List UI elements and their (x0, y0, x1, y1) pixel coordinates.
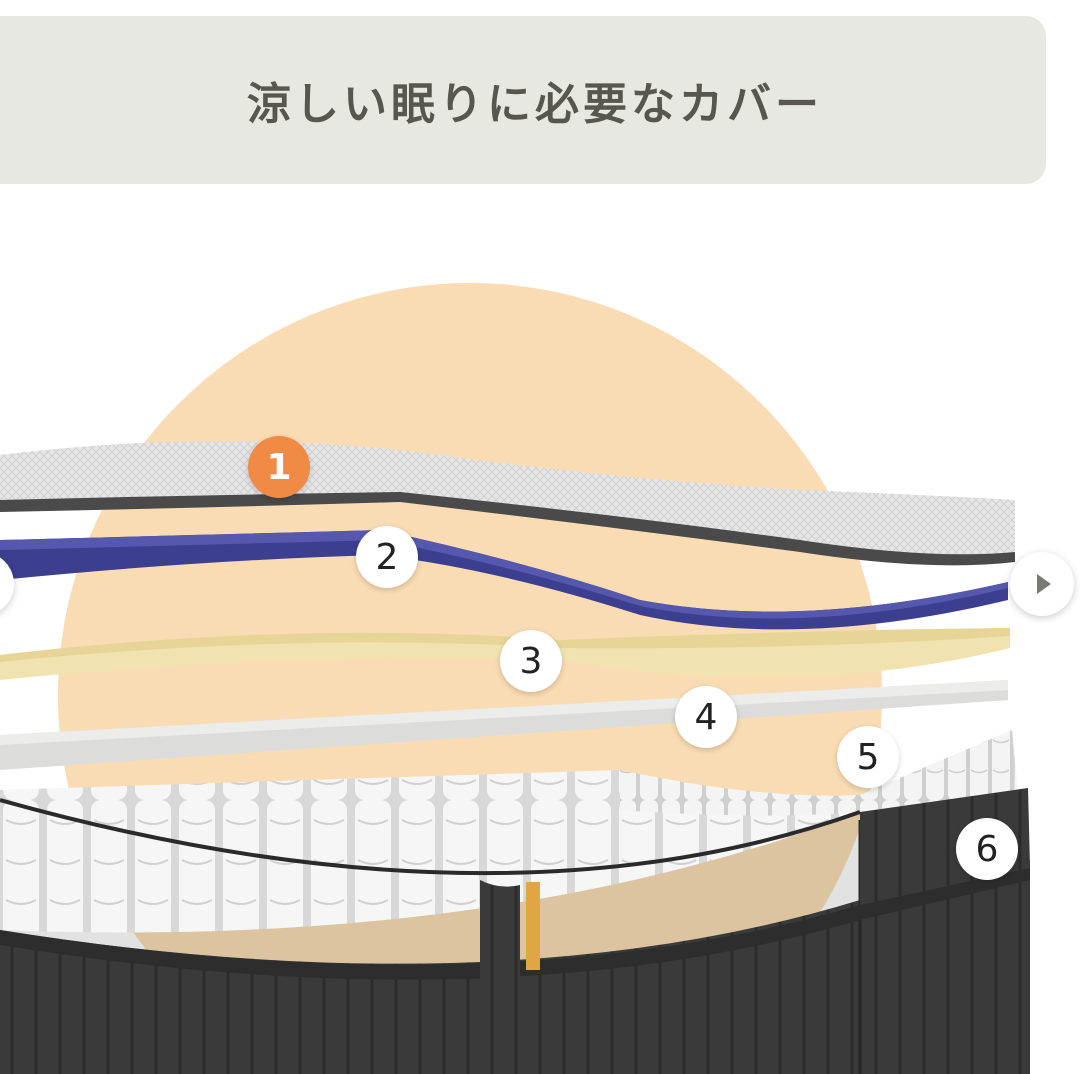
play-triangle-icon (1037, 574, 1051, 594)
layer-badge-6-label: 6 (975, 828, 999, 870)
brand-tag (526, 882, 540, 970)
layer-badge-6[interactable]: 6 (956, 818, 1018, 880)
mattress-illustration: 1 2 3 4 5 6 (0, 200, 1080, 1074)
layer-badge-2-label: 2 (375, 536, 399, 578)
layer-badge-4[interactable]: 4 (675, 686, 737, 748)
layer-badge-5[interactable]: 5 (837, 726, 899, 788)
layer-badge-5-label: 5 (856, 736, 880, 778)
spring-layer (0, 730, 1018, 933)
carousel-next-button[interactable] (1010, 552, 1074, 616)
mattress-layers-svg (0, 283, 1030, 1074)
blue-foam-layer (0, 530, 1008, 630)
layer-badge-2[interactable]: 2 (356, 526, 418, 588)
layer-badge-1-label: 1 (266, 446, 292, 488)
layer-badge-4-label: 4 (694, 696, 718, 738)
layer-badge-3[interactable]: 3 (500, 630, 562, 692)
page-title: 涼しい眠りに必要なカバー (247, 79, 823, 130)
layer-badge-1[interactable]: 1 (248, 436, 310, 498)
header-banner: 涼しい眠りに必要なカバー (0, 16, 1046, 184)
layer-badge-3-label: 3 (519, 640, 543, 682)
